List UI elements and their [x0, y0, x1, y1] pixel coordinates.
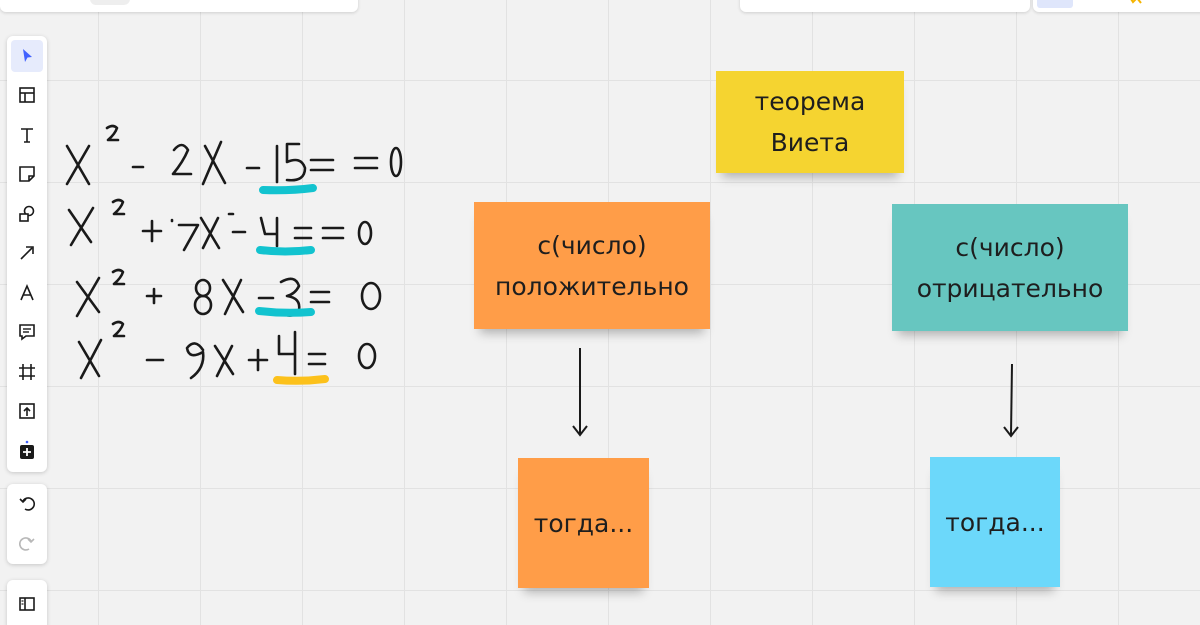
panel-icon — [19, 597, 35, 611]
sticky-note-then-left[interactable]: тогда... — [518, 458, 649, 588]
collaboration-panel[interactable] — [740, 0, 1030, 12]
highlight-mark-3 — [255, 307, 315, 317]
sticky-note-then-right[interactable]: тогда... — [930, 457, 1060, 587]
redo-icon — [18, 537, 35, 551]
sticky-note-negative[interactable]: с(число) отрицательно — [892, 204, 1128, 331]
board-header-pill[interactable] — [90, 0, 130, 5]
pen-tool[interactable] — [11, 277, 43, 309]
layout-icon — [19, 87, 35, 103]
frame-icon — [19, 364, 35, 380]
text-tool[interactable] — [11, 119, 43, 151]
board-header-panel[interactable] — [0, 0, 358, 12]
handwritten-equations[interactable] — [55, 110, 425, 395]
equation-3 — [75, 268, 382, 318]
share-panel[interactable] — [1033, 0, 1200, 12]
upload-icon — [19, 403, 35, 419]
plus-icon — [20, 440, 34, 459]
pen-icon — [20, 283, 34, 301]
undo-icon — [19, 497, 36, 511]
highlight-mark-1 — [259, 184, 317, 195]
equation-4 — [77, 320, 377, 380]
main-toolbar — [7, 36, 47, 472]
upload-tool[interactable] — [11, 395, 43, 427]
connector-arrow-right[interactable] — [1001, 364, 1021, 440]
arrow-icon — [20, 246, 34, 260]
text-icon — [21, 128, 33, 143]
more-apps-tool[interactable] — [11, 434, 43, 466]
connector-arrow-left[interactable] — [570, 348, 590, 440]
templates-tool[interactable] — [11, 79, 43, 111]
comment-tool[interactable] — [11, 316, 43, 348]
highlight-mark-2 — [256, 246, 315, 256]
panel-toolbar — [7, 580, 47, 625]
shapes-tool[interactable] — [11, 198, 43, 230]
cursor-icon — [23, 49, 32, 62]
sparkle-icon — [1130, 0, 1142, 4]
shapes-icon — [19, 205, 35, 222]
sticky-note-icon — [19, 166, 35, 182]
select-tool[interactable] — [11, 40, 43, 72]
redo-button[interactable] — [11, 528, 43, 560]
undo-button[interactable] — [11, 488, 43, 520]
board-panel-button[interactable] — [11, 588, 43, 620]
sticky-note-positive[interactable]: с(число) положительно — [474, 202, 710, 329]
sticky-note-theorem[interactable]: теорема Виета — [716, 71, 904, 173]
comment-icon — [19, 324, 35, 341]
connection-line-tool[interactable] — [11, 237, 43, 269]
sticky-note-tool[interactable] — [11, 158, 43, 190]
frame-tool[interactable] — [11, 356, 43, 388]
history-toolbar — [7, 484, 47, 564]
equation-2 — [67, 198, 373, 252]
highlight-mark-4 — [273, 375, 329, 385]
share-chip[interactable] — [1037, 0, 1073, 8]
equation-1 — [65, 124, 403, 186]
